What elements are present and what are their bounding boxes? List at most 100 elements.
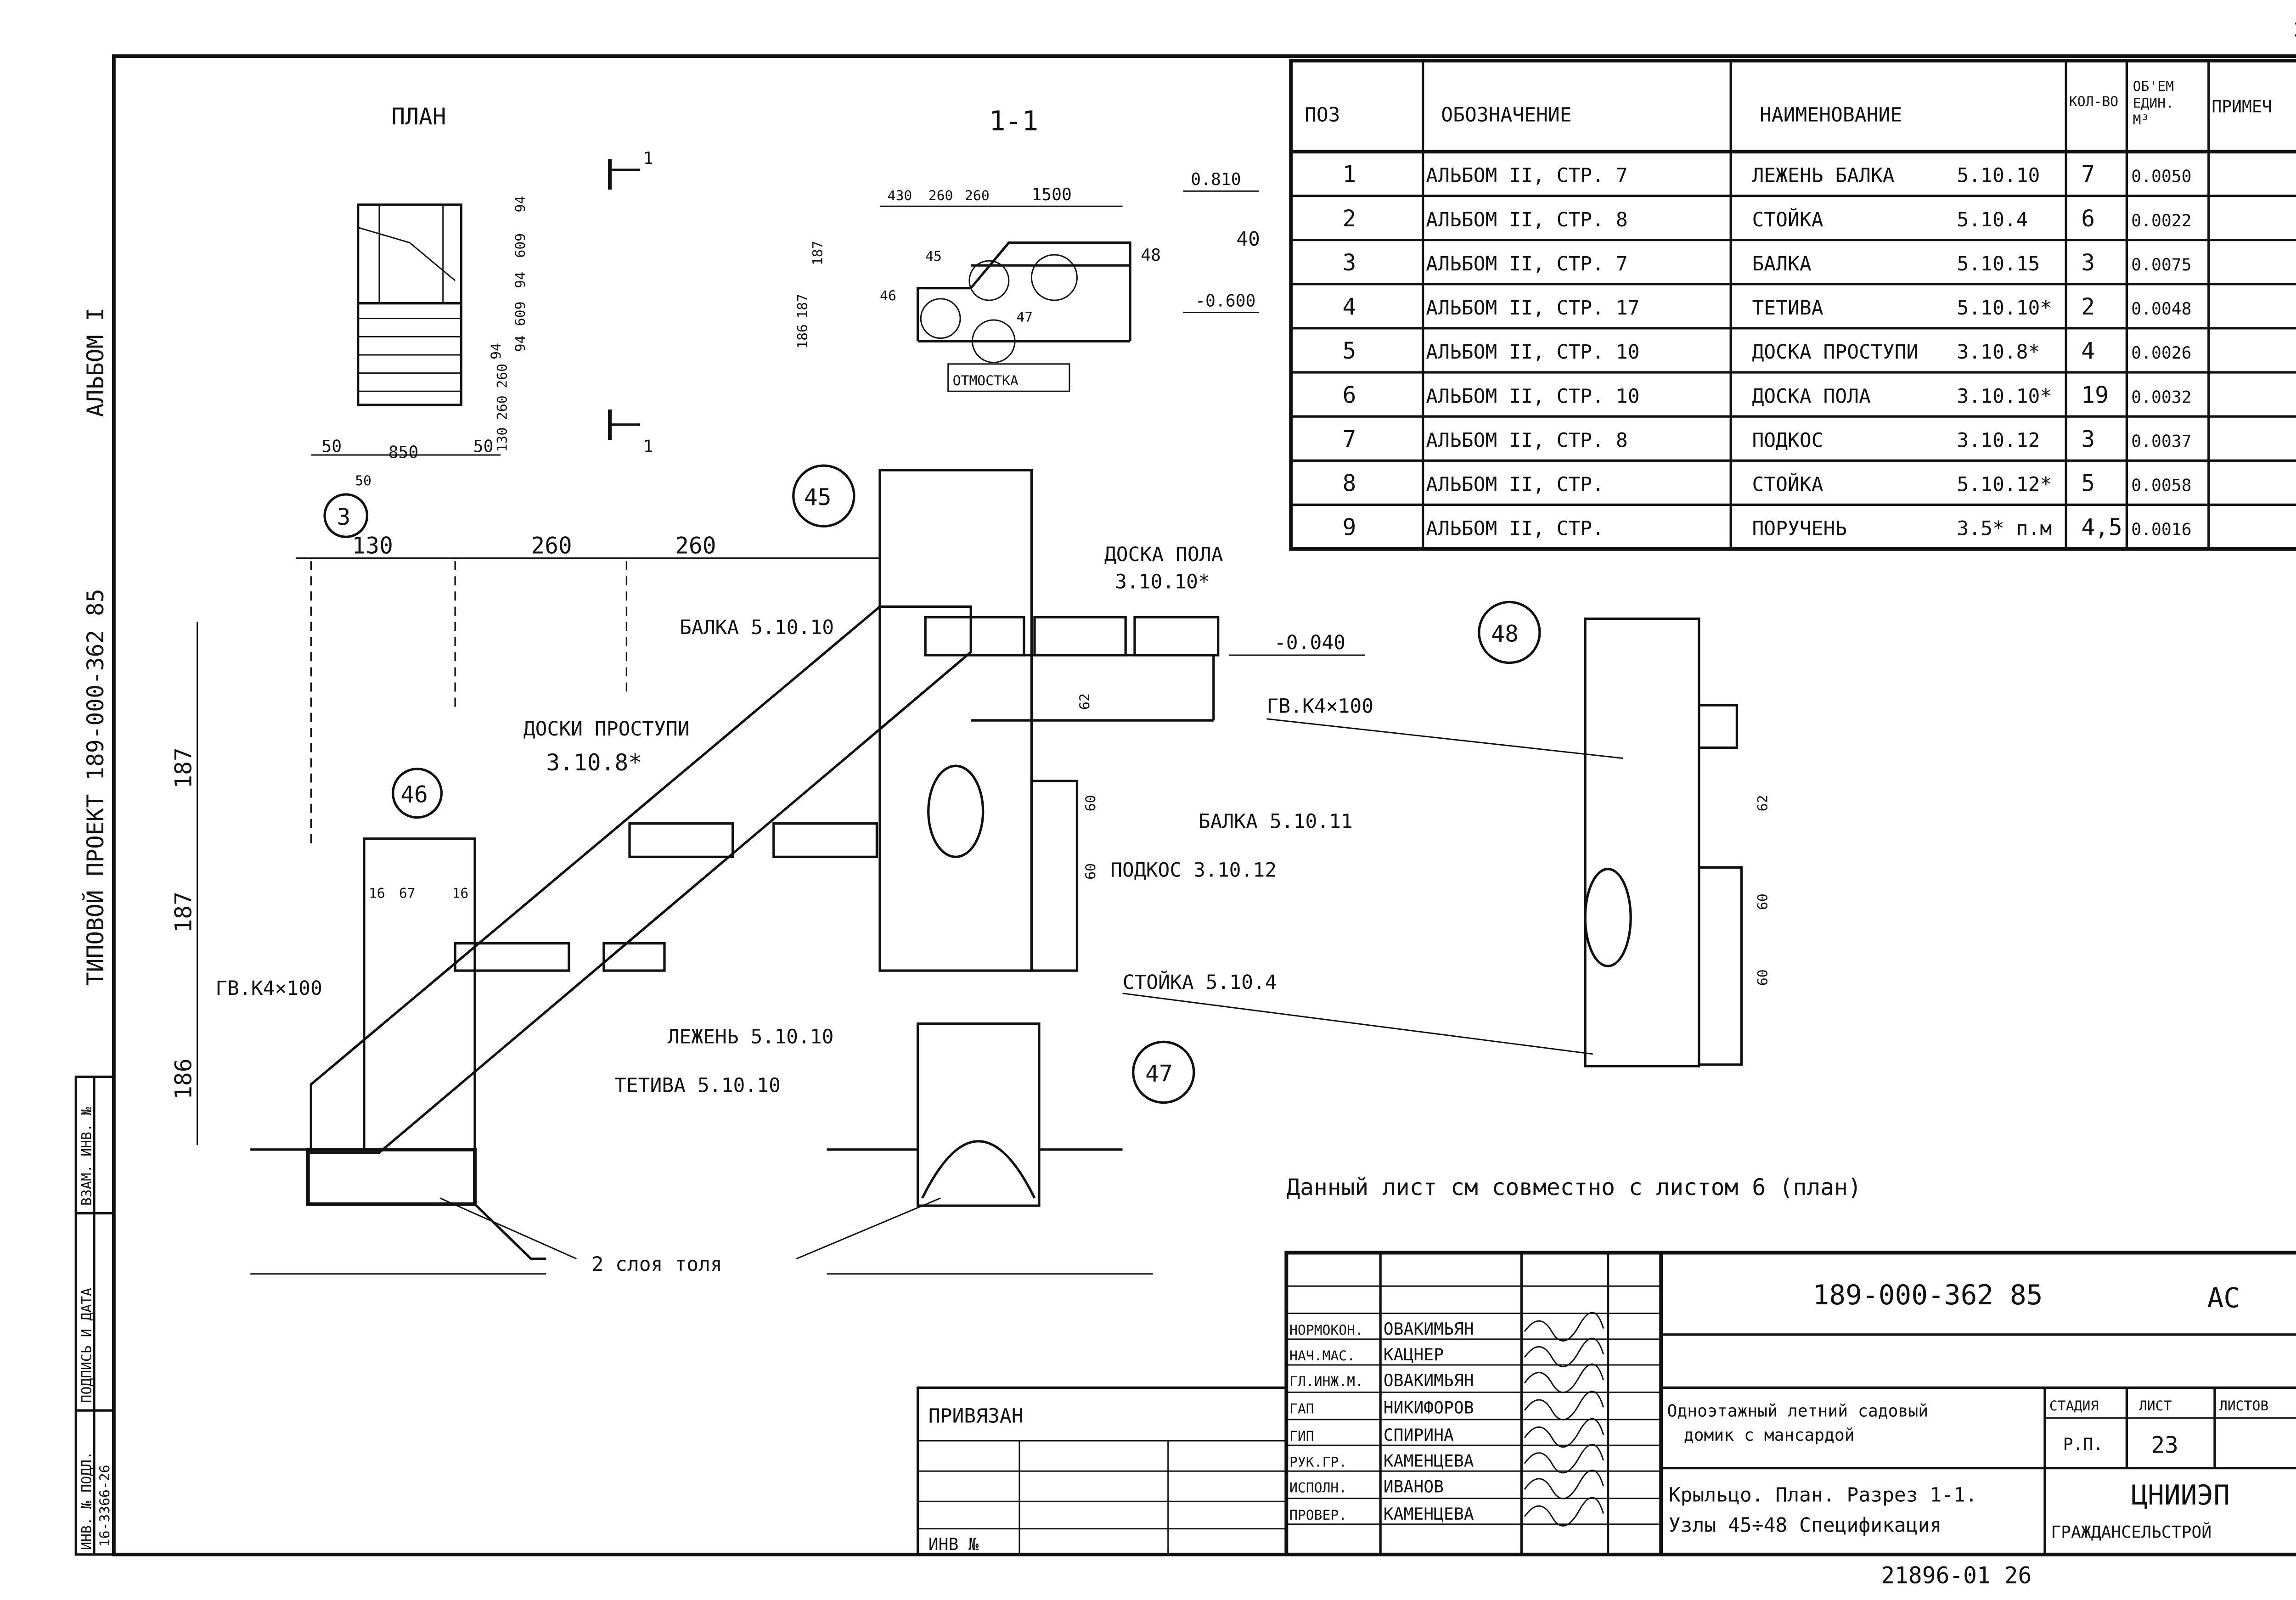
inv-label: ИНВ № [929, 1534, 979, 1554]
dim: 187 [810, 241, 826, 265]
row-vol: 0.0058 [2131, 476, 2191, 495]
staff-row: НОРМОКОН.ОВАКИМЬЯН [1289, 1312, 1604, 1342]
staff-row: ГЛ.ИНЖ.М.ОВАКИМЬЯН [1289, 1363, 1604, 1393]
signature [1524, 1443, 1604, 1474]
sheets-label: ЛИСТОВ [2219, 1398, 2268, 1414]
dim: 260 [494, 395, 510, 420]
dim: 260 [965, 188, 990, 204]
signature [1524, 1470, 1604, 1499]
doc-code: 189-000-362 85 [1813, 1280, 2043, 1311]
header-ref: ОБОЗНАЧЕНИЕ [1441, 103, 1571, 126]
dim: 260 [929, 188, 953, 204]
staff-role: РУК.ГР. [1289, 1454, 1347, 1470]
level-mark: 0.810 [1191, 169, 1241, 189]
staff-name: ОВАКИМЬЯН [1384, 1370, 1474, 1390]
project-title-line-1: Одноэтажный летний садовый [1667, 1401, 1928, 1420]
dim: 187 [794, 294, 810, 319]
org-line-1: ЦНИИЭП [2131, 1480, 2230, 1511]
row-code: 5.10.15 [1957, 253, 2040, 275]
row-qty: 3 [2081, 426, 2095, 452]
signature [1524, 1337, 1604, 1368]
row-pos: 7 [1343, 426, 1356, 452]
row-pos: 8 [1343, 470, 1356, 497]
node-47-label: 47 [1145, 1060, 1173, 1087]
row-qty: 4 [2081, 337, 2095, 364]
row-vol: 0.0037 [2131, 431, 2191, 451]
label-doska-pola-code: 3.10.10* [1115, 571, 1210, 594]
staff-name: СПИРИНА [1384, 1425, 1454, 1445]
dim: 609 [512, 302, 529, 326]
node-ref: 47 [1016, 309, 1033, 325]
row-name: ДОСКА ПОЛА [1752, 385, 1871, 408]
dim: 850 [388, 443, 419, 462]
dim: 186 [794, 324, 810, 349]
stamp-label-vzam: ВЗАМ. ИНВ. № [79, 1107, 95, 1206]
signature [1524, 1363, 1604, 1393]
doc-mark: АС [2207, 1282, 2240, 1314]
row-code: 5.10.12* [1957, 473, 2052, 496]
row-name: СТОЙКА [1752, 473, 1823, 496]
otmostka-label: ОТМОСТКА [953, 373, 1019, 389]
header-qty: КОЛ-ВО [2069, 94, 2118, 110]
row-pos: 2 [1343, 205, 1356, 232]
dim: 67 [399, 886, 416, 902]
sheet-footer: 21896-01 26 [1881, 1562, 2032, 1589]
dim: 40 [1236, 228, 1260, 251]
row-vol: 0.0016 [2131, 520, 2191, 539]
plan-view: ПЛАН 50 850 50 50 94 609 94 609 94 94 26… [311, 103, 653, 489]
label-podkos: ПОДКОС 3.10.12 [1110, 859, 1277, 881]
row-pos: 5 [1343, 337, 1356, 364]
row-vol: 0.0026 [2131, 343, 2191, 363]
label-balka-1: БАЛКА 5.10.10 [680, 616, 834, 639]
dim: 50 [355, 473, 371, 489]
row-pos: 9 [1343, 514, 1356, 541]
dim: 94 [488, 343, 504, 359]
row-qty: 7 [2081, 161, 2095, 188]
privyazan-label: ПРИВЯЗАН [929, 1405, 1024, 1428]
row-vol: 0.0075 [2131, 255, 2191, 275]
level-mark: -0.040 [1274, 631, 1345, 654]
stamp-label-inv: ИНВ. № ПОДЛ. [79, 1451, 95, 1550]
dim: 60 [1083, 795, 1099, 811]
dim: 430 [888, 188, 912, 204]
row-ref: АЛЬБОМ II, СТР. 7 [1426, 253, 1627, 275]
dim: 260 [675, 533, 716, 559]
row-code: 3.10.10* [1957, 385, 2052, 408]
project-title-line-2: домик с мансардой [1684, 1425, 1855, 1445]
label-balka-2: БАЛКА 5.10.11 [1199, 810, 1353, 833]
staff-name: НИКИФОРОВ [1384, 1398, 1474, 1418]
left-margin-text: ТИПОВОЙ ПРОЕКТ 189-000-362 85 [82, 589, 109, 986]
sheet-title-line-1: Крыльцо. План. Разрез 1-1. [1669, 1483, 1977, 1506]
dim: 16 [452, 886, 469, 902]
staff-role: НАЧ.МАС. [1289, 1348, 1355, 1364]
section-mark: 1 [643, 148, 653, 168]
signature [1524, 1418, 1604, 1448]
row-code: 5.10.4 [1957, 208, 2028, 231]
staff-role: ГАП [1289, 1401, 1314, 1417]
row-code: 3.10.12 [1957, 429, 2040, 452]
dim: 50 [473, 436, 494, 456]
section-mark: 1 [643, 436, 653, 456]
label-tetiva: ТЕТИВА 5.10.10 [614, 1074, 781, 1097]
row-name: ЛЕЖЕНЬ БАЛКА [1752, 164, 1894, 187]
header-note: ПРИМЕЧ [2212, 96, 2272, 116]
staff-role: НОРМОКОН. [1289, 1322, 1363, 1338]
section-title: 1-1 [989, 106, 1038, 137]
sheet-frame [112, 54, 2296, 1556]
node-ref: 46 [880, 288, 896, 304]
section-view: 1-1 430 260 260 1500 45 46 47 48 0.810 4… [794, 106, 1260, 392]
staff-row: ГАП НИКИФОРОВ [1289, 1391, 1604, 1420]
row-vol: 0.0048 [2131, 299, 2191, 319]
sheet-note: Данный лист см совместно с листом 6 (пла… [1286, 1174, 1861, 1201]
row-name: СТОЙКА [1752, 208, 1823, 231]
row-ref: АЛЬБОМ II, СТР. 17 [1426, 297, 1639, 320]
dim: 260 [494, 364, 510, 388]
row-code: 3.10.8* [1957, 341, 2040, 364]
dim: 187 [170, 892, 197, 932]
staff-name: КАМЕНЦЕВА [1384, 1504, 1474, 1524]
org-line-2: ГРАЖДАНСЕЛЬСТРОЙ [2051, 1522, 2212, 1542]
node-48-label: 48 [1491, 620, 1519, 647]
header-pos: ПОЗ [1305, 103, 1340, 126]
node-46-label: 46 [400, 781, 428, 808]
